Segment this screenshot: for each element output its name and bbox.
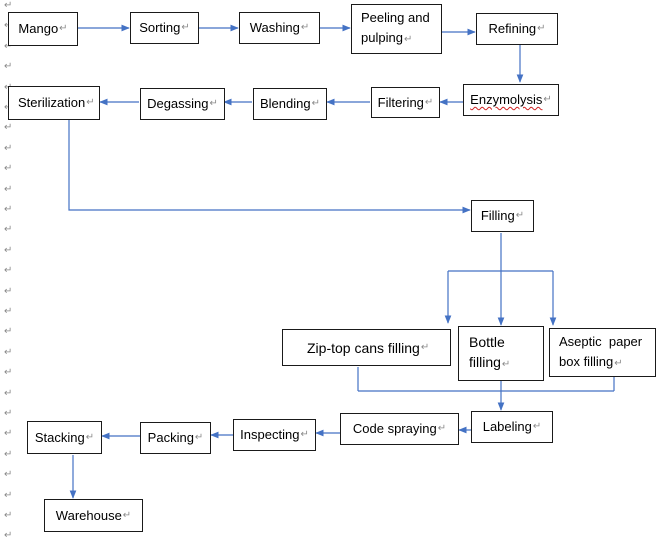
step-zip-top-cans-filling: Zip-top cans filling↵ [282, 329, 451, 366]
step-labeling: Labeling↵ [471, 411, 553, 443]
paragraph-mark: ↵ [4, 122, 13, 133]
step-bottle-filling: Bottle filling↵ [458, 326, 544, 381]
paragraph-mark: ↵ [4, 143, 13, 154]
step-labeling-label: Labeling [482, 419, 532, 434]
paragraph-mark: ↵ [403, 34, 413, 45]
paragraph-mark: ↵ [4, 347, 13, 358]
paragraph-mark: ↵ [543, 94, 552, 105]
step-mango-label: Mango [18, 21, 59, 36]
paragraph-mark: ↵ [4, 490, 13, 501]
step-sterilization: Sterilization↵ [8, 86, 100, 120]
step-degassing: Degassing↵ [140, 88, 225, 120]
paragraph-mark: ↵ [537, 23, 546, 34]
step-filtering-label: Filtering [377, 94, 424, 110]
step-refining-label: Refining [488, 21, 537, 36]
step-peeling-line-2: pulping [361, 30, 403, 45]
step-code-spraying-label: Code spraying [352, 421, 437, 436]
step-washing-label: Washing [249, 20, 300, 35]
paragraph-mark: ↵ [501, 359, 511, 370]
paragraph-mark: ↵ [4, 245, 13, 256]
step-code-spraying: Code spraying↵ [340, 413, 459, 445]
paragraph-mark: ↵ [300, 429, 309, 440]
paragraph-mark: ↵ [4, 449, 13, 460]
step-sorting: Sorting↵ [130, 12, 199, 44]
paragraph-mark: ↵ [4, 41, 13, 52]
paragraph-mark: ↵ [4, 61, 13, 72]
step-refining: Refining↵ [476, 13, 558, 45]
paragraph-mark: ↵ [532, 421, 542, 432]
step-sorting-label: Sorting [139, 20, 181, 35]
paragraph-marks-column: ↵↵↵↵↵↵↵↵↵↵↵↵↵↵↵↵↵↵↵↵↵↵↵↵↵↵↵ [4, 0, 16, 543]
paragraph-mark: ↵ [4, 306, 13, 317]
paragraph-mark: ↵ [437, 423, 447, 434]
step-enzymolysis-label: Enzymolysis [470, 92, 543, 107]
paragraph-mark: ↵ [4, 530, 13, 541]
step-stacking: Stacking↵ [27, 421, 102, 454]
paragraph-mark: ↵ [85, 431, 95, 443]
paragraph-mark: ↵ [122, 509, 132, 521]
step-packing: Packing↵ [140, 422, 211, 454]
paragraph-mark: ↵ [311, 98, 320, 109]
step-warehouse: Warehouse↵ [44, 499, 143, 532]
paragraph-mark: ↵ [515, 210, 525, 221]
step-bottle-line-2: filling [469, 354, 501, 370]
step-stacking-label: Stacking [34, 429, 85, 445]
step-inspecting-label: Inspecting [240, 427, 300, 442]
step-blending-label: Blending [260, 96, 311, 111]
step-aseptic-line-1: Aseptic paper [559, 333, 643, 349]
paragraph-mark: ↵ [614, 357, 623, 369]
paragraph-mark: ↵ [4, 286, 13, 297]
paragraph-mark: ↵ [4, 428, 13, 439]
step-warehouse-label: Warehouse [55, 507, 122, 523]
arrow-sterilization-filling [68, 119, 471, 214]
paragraph-mark: ↵ [4, 204, 13, 215]
step-inspecting: Inspecting↵ [233, 419, 316, 451]
paragraph-mark: ↵ [4, 224, 13, 235]
step-peeling-line-1: Peeling and [361, 10, 430, 25]
paragraph-mark: ↵ [194, 432, 204, 443]
step-bottle-line-1: Bottle [469, 334, 505, 350]
step-zip-top-label: Zip-top cans filling [307, 339, 420, 356]
paragraph-mark: ↵ [4, 326, 13, 337]
paragraph-mark: ↵ [4, 265, 13, 276]
step-aseptic-paper-box-filling: Aseptic paper box filling↵ [549, 328, 656, 377]
step-filtering: Filtering↵ [371, 87, 440, 118]
step-degassing-label: Degassing [147, 96, 209, 111]
step-washing: Washing↵ [239, 12, 320, 44]
step-packing-label: Packing [147, 430, 194, 445]
paragraph-mark: ↵ [300, 22, 310, 33]
step-enzymolysis: Enzymolysis↵ [463, 84, 559, 116]
paragraph-mark: ↵ [209, 98, 218, 109]
paragraph-mark: ↵ [4, 469, 13, 480]
paragraph-mark: ↵ [4, 0, 13, 11]
paragraph-mark: ↵ [4, 367, 13, 378]
paragraph-mark: ↵ [420, 341, 430, 353]
step-blending: Blending↵ [253, 88, 327, 120]
step-sterilization-label: Sterilization [18, 95, 86, 110]
paragraph-mark: ↵ [86, 97, 95, 108]
paragraph-mark: ↵ [4, 163, 13, 174]
paragraph-mark: ↵ [4, 510, 13, 521]
paragraph-mark: ↵ [59, 23, 68, 34]
paragraph-mark: ↵ [4, 408, 13, 419]
step-filling: Filling↵ [471, 200, 534, 232]
paragraph-mark: ↵ [4, 388, 13, 399]
step-aseptic-line-2: box filling [559, 353, 614, 369]
step-mango: Mango↵ [8, 12, 78, 46]
step-peeling-and-pulping: Peeling and pulping↵ [351, 4, 442, 54]
paragraph-mark: ↵ [4, 184, 13, 195]
paragraph-mark: ↵ [424, 96, 434, 108]
paragraph-mark: ↵ [181, 22, 190, 33]
step-filling-label: Filling [480, 208, 515, 223]
